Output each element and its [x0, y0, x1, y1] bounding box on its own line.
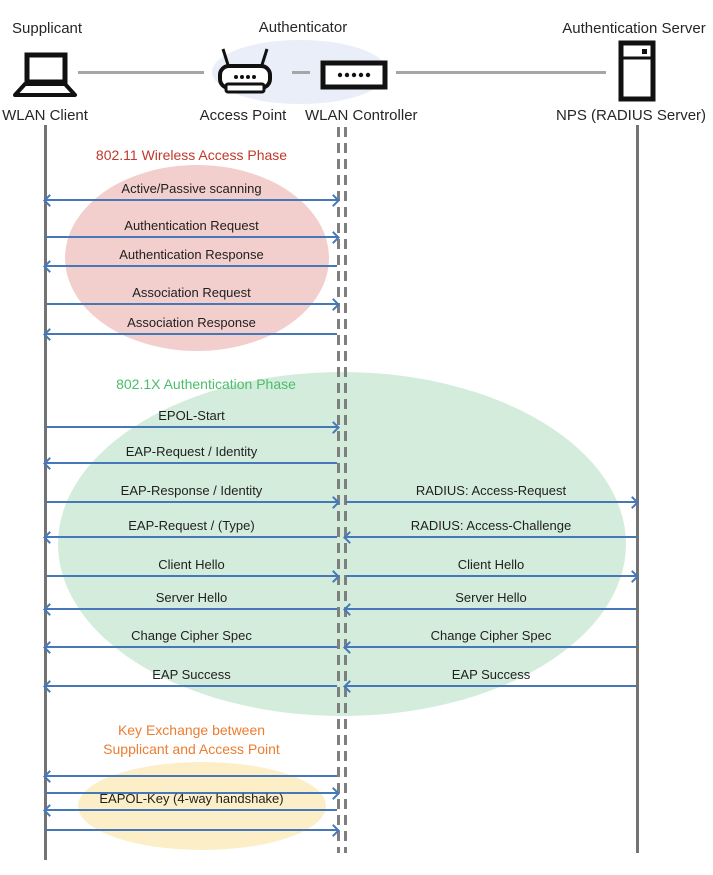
phase3-title-line1: Key Exchange between	[117, 722, 266, 738]
message-label: RADIUS: Access-Challenge	[410, 518, 572, 533]
message-server-hello-right: Server Hello	[343, 589, 636, 616]
message-radius-access-challenge: RADIUS: Access-Challenge	[343, 517, 636, 544]
message-label: RADIUS: Access-Request	[415, 483, 567, 498]
lifeline-dashed-left	[337, 127, 340, 853]
message-radius-access-request: RADIUS: Access-Request	[346, 482, 639, 509]
arrow-line	[46, 495, 340, 509]
arrow-line	[43, 530, 337, 544]
message-key-exchange-4	[46, 810, 340, 837]
message-eap-request-identity: EAP-Request / Identity	[43, 443, 337, 470]
role-authentication-server: Authentication Server	[562, 20, 706, 37]
arrow-line	[343, 679, 636, 693]
arrow-line	[46, 297, 340, 311]
message-authentication-response: Authentication Response	[43, 246, 337, 273]
message-label: Authentication Response	[119, 247, 264, 262]
message-eapol-key-handshake: EAPOL-Key (4-way handshake)	[43, 790, 337, 817]
message-label: Active/Passive scanning	[121, 181, 262, 196]
message-label: Authentication Request	[124, 218, 259, 233]
message-authentication-request: Authentication Request	[46, 217, 340, 244]
message-eap-success-left: EAP Success	[43, 666, 337, 693]
arrow-line	[343, 530, 636, 544]
arrow-line	[343, 602, 636, 616]
message-eap-response-identity: EAP-Response / Identity	[46, 482, 340, 509]
role-supplicant: Supplicant	[12, 20, 83, 37]
lifeline-wlan-client	[44, 125, 47, 860]
connector-ap-controller	[292, 71, 310, 74]
arrow-line	[43, 193, 340, 207]
arrow-line	[46, 786, 340, 800]
phase3-title-line2: Supplicant and Access Point	[103, 741, 280, 757]
access-point-icon	[212, 46, 278, 96]
message-change-cipher-spec-right: Change Cipher Spec	[343, 627, 636, 654]
message-label: Client Hello	[457, 557, 525, 572]
message-label: EAPOL-Key (4-way handshake)	[99, 791, 284, 806]
arrow-line	[46, 569, 340, 583]
phase1-title: 802.11 Wireless Access Phase	[95, 147, 288, 163]
message-epol-start: EPOL-Start	[46, 407, 340, 434]
arrow-line	[343, 640, 636, 654]
message-label	[46, 756, 337, 774]
message-eap-success-right: EAP Success	[343, 666, 636, 693]
arrow-line	[46, 420, 340, 434]
message-association-response: Association Response	[43, 314, 337, 341]
message-association-request: Association Request	[46, 284, 340, 311]
message-label: Server Hello	[455, 590, 527, 605]
lifeline-dashed-right	[344, 127, 347, 853]
message-server-hello-left: Server Hello	[43, 589, 337, 616]
message-label: Association Response	[127, 315, 256, 330]
message-label: EPOL-Start	[158, 408, 225, 423]
arrow-line	[46, 230, 340, 244]
arrow-line	[346, 495, 639, 509]
message-label: EAP-Request / Identity	[125, 444, 258, 459]
arrow-line	[43, 602, 337, 616]
message-eap-request-type: EAP-Request / (Type)	[43, 517, 337, 544]
message-label	[46, 773, 337, 791]
message-label	[46, 810, 337, 828]
wlan-controller-icon	[320, 60, 388, 90]
message-active-passive-scanning: Active/Passive scanning	[43, 180, 340, 207]
device-wlan-controller: WLAN Controller	[305, 107, 418, 124]
device-nps-radius-server: NPS (RADIUS Server)	[556, 107, 707, 124]
message-key-exchange-1	[43, 756, 337, 783]
arrow-line	[43, 679, 337, 693]
message-client-hello-left: Client Hello	[46, 556, 340, 583]
message-label: EAP Success	[451, 667, 531, 682]
message-label: Association Request	[132, 285, 251, 300]
phase3-title: Key Exchange between Supplicant and Acce…	[46, 721, 337, 759]
message-label: Client Hello	[158, 557, 225, 572]
message-change-cipher-spec-left: Change Cipher Spec	[43, 627, 337, 654]
device-wlan-client: WLAN Client	[2, 107, 88, 124]
message-label: Change Cipher Spec	[430, 628, 552, 643]
arrow-line	[43, 259, 337, 273]
message-label: EAP-Response / Identity	[120, 483, 263, 498]
arrow-line	[46, 823, 340, 837]
message-label: Server Hello	[155, 590, 228, 605]
lifeline-radius-server	[636, 125, 639, 853]
phase2-ellipse	[58, 372, 626, 716]
phase1-ellipse	[65, 165, 329, 351]
role-authenticator: Authenticator	[258, 19, 348, 36]
arrow-line	[43, 640, 337, 654]
arrow-line	[43, 803, 337, 817]
laptop-icon	[12, 52, 78, 98]
arrow-line	[43, 456, 337, 470]
server-icon	[618, 40, 656, 102]
message-client-hello-right: Client Hello	[346, 556, 639, 583]
phase2-title: 802.1X Authentication Phase	[116, 376, 296, 392]
message-label: Change Cipher Spec	[131, 628, 252, 643]
arrow-line	[346, 569, 639, 583]
device-access-point: Access Point	[199, 107, 287, 124]
connector-client-ap	[78, 71, 204, 74]
message-label: EAP Success	[152, 667, 231, 682]
arrow-line	[43, 327, 337, 341]
message-key-exchange-2	[46, 773, 340, 800]
connector-controller-server	[396, 71, 606, 74]
arrow-line	[43, 769, 337, 783]
message-label: EAP-Request / (Type)	[128, 518, 255, 533]
